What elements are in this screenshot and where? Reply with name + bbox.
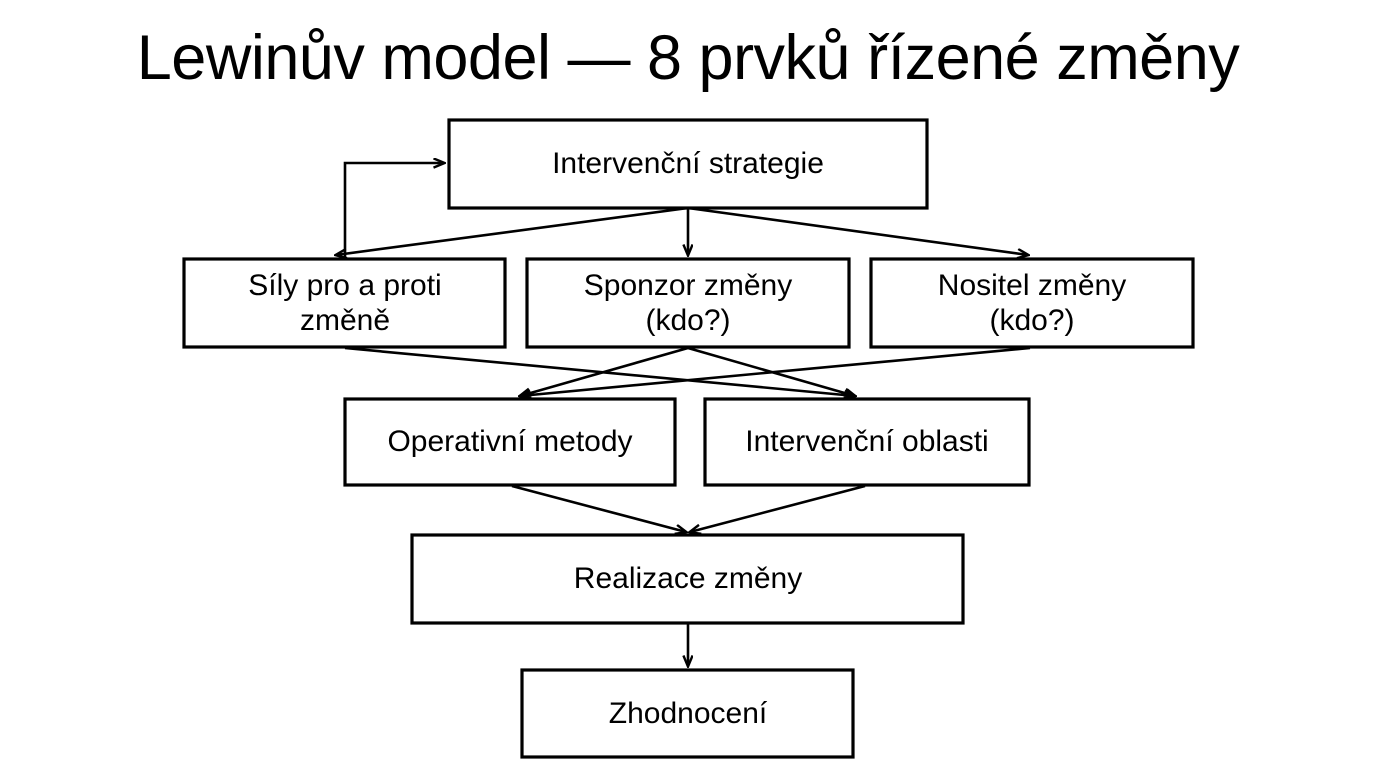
- node-label-sily-line1: Síly pro a proti: [248, 269, 441, 302]
- edge-layer: [336, 163, 1030, 666]
- node-intervencni-oblasti[interactable]: Intervenční oblasti: [703, 397, 1031, 487]
- node-box-operativni-metody[interactable]: [343, 397, 677, 487]
- node-label-sponzor-line2: (kdo?): [645, 304, 730, 337]
- node-label-operativni-metody: Operativní metody: [387, 425, 632, 458]
- node-label-intervencni-oblasti: Intervenční oblasti: [745, 425, 988, 458]
- node-sily-pro-a-proti-zmene[interactable]: Síly pro a proti změně: [182, 257, 507, 349]
- edge-strategie-to-nositel: [687, 206, 1028, 255]
- node-sponzor-zmeny[interactable]: Sponzor změny (kdo?): [525, 257, 851, 349]
- node-nositel-zmeny[interactable]: Nositel změny (kdo?): [869, 257, 1195, 349]
- node-box-intervencni-strategie[interactable]: [447, 118, 929, 210]
- node-label-sponzor-line1: Sponzor změny: [584, 269, 792, 302]
- node-box-zhodnoceni[interactable]: [520, 668, 855, 759]
- edge-nositel-to-metody: [520, 346, 1031, 396]
- page-title: Lewinův model — 8 prvků řízené změny: [136, 23, 1240, 93]
- node-label-intervencni-strategie: Intervenční strategie: [552, 147, 824, 180]
- node-operativni-metody[interactable]: Operativní metody: [343, 397, 677, 487]
- edge-sily-to-strategie: [343, 163, 444, 259]
- node-label-realizace-zmeny: Realizace změny: [574, 562, 802, 595]
- node-label-zhodnoceni: Zhodnocení: [609, 697, 768, 730]
- edge-strategie-to-sily: [336, 206, 689, 255]
- node-box-realizace-zmeny[interactable]: [410, 533, 965, 625]
- edge-metody-to-realizace: [511, 484, 686, 532]
- node-layer: Intervenční strategie Síly pro a proti z…: [182, 118, 1195, 759]
- node-label-nositel-line2: (kdo?): [989, 304, 1074, 337]
- edge-oblasti-to-realizace: [690, 484, 866, 532]
- edge-sponzor-to-metody: [520, 346, 689, 396]
- node-label-sily-line2: změně: [300, 304, 390, 337]
- node-zhodnoceni[interactable]: Zhodnocení: [520, 668, 855, 759]
- node-box-intervencni-oblasti[interactable]: [703, 397, 1031, 487]
- node-box-nositel-zmeny[interactable]: [869, 257, 1195, 349]
- node-box-sily-pro-a-proti-zmene[interactable]: [182, 257, 507, 349]
- node-box-sponzor-zmeny[interactable]: [525, 257, 851, 349]
- node-label-nositel-line1: Nositel změny: [938, 269, 1126, 302]
- node-intervencni-strategie[interactable]: Intervenční strategie: [447, 118, 929, 210]
- node-realizace-zmeny[interactable]: Realizace změny: [410, 533, 965, 625]
